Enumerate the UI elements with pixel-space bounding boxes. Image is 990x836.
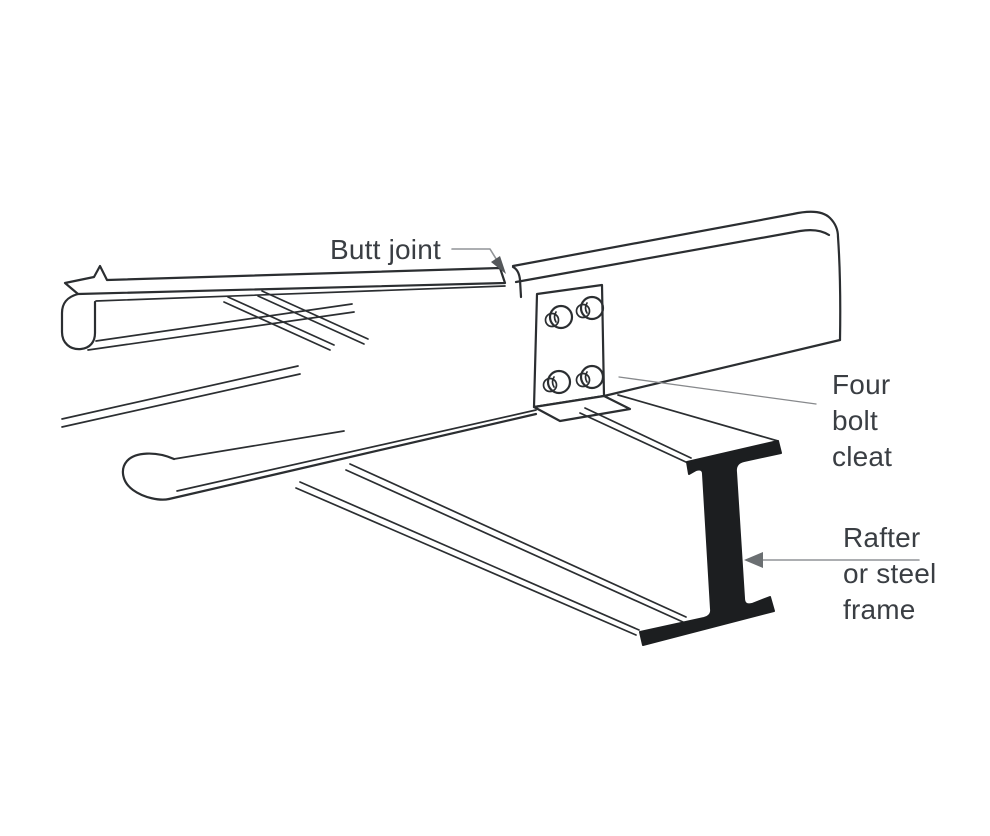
left-purlin-top-lip-edge: [87, 311, 355, 351]
labels: Butt joint Four bolt cleat Rafter or ste…: [330, 234, 936, 625]
rafter-bottom-flange-far-edge: [349, 463, 687, 618]
left-purlin-top-lip-edge: [95, 303, 353, 342]
label-rafter-line2: or steel: [843, 558, 936, 589]
left-purlin-inner-line: [61, 373, 301, 428]
right-purlin-top-far-edge: [511, 210, 840, 268]
rafter-through-channel-lines: [223, 290, 369, 351]
right-purlin-end-edge: [836, 235, 842, 342]
rafter-hidden-edge: [227, 296, 335, 346]
left-purlin-top-flange: [63, 264, 507, 296]
left-purlin-inner-line: [61, 365, 299, 420]
label-butt-joint: Butt joint: [330, 234, 441, 265]
rafter-bottom-flange-near-edge: [295, 487, 637, 636]
rafter-hidden-edge: [223, 301, 331, 351]
butt-joint-arrowhead: [491, 256, 506, 274]
label-rafter-line1: Rafter: [843, 522, 920, 553]
rafter-bottom-flange-far-edge: [345, 469, 684, 623]
rafter-arrowhead: [744, 552, 763, 568]
rafter-top-flange-near-edge: [579, 412, 689, 464]
cleat-angle-leg: [532, 394, 632, 423]
four-bolt-cleat: [532, 283, 632, 423]
label-four-bolt-cleat-line2: bolt: [832, 405, 878, 436]
rafter-bottom-flange-near-edge: [299, 481, 640, 631]
bolt: [544, 304, 574, 330]
rafter-cut-face: [639, 440, 782, 646]
right-purlin-top-near-edge: [514, 229, 831, 284]
rafter-top-flange-far-edge: [617, 394, 779, 442]
annotations: [451, 248, 920, 568]
cleat-leader-line: [618, 376, 817, 405]
label-rafter-line3: frame: [843, 594, 916, 625]
rafter-top-flange-near-edge: [584, 407, 692, 459]
bolt: [575, 364, 605, 390]
left-purlin-bottom-lip: [121, 452, 176, 501]
left-purlin-bottom-edge-inner: [176, 409, 537, 492]
rafter-hidden-edge: [261, 290, 369, 340]
rafter-hidden-edge: [257, 295, 365, 345]
label-four-bolt-cleat-line1: Four: [832, 369, 890, 400]
bolt: [575, 295, 605, 321]
label-four-bolt-cleat-line3: cleat: [832, 441, 892, 472]
right-purlin-bottom-edge: [602, 338, 842, 398]
butt-joint-gap-edge: [511, 265, 523, 299]
left-purlin: [60, 264, 538, 501]
rafter-beam: [295, 394, 782, 646]
left-purlin-bottom-lip-edge: [173, 430, 345, 460]
left-purlin-bottom-edge: [167, 412, 538, 501]
right-purlin-top-face: [513, 211, 838, 282]
left-purlin-top-lip: [60, 292, 97, 351]
left-purlin-web-inner-line: [95, 285, 506, 302]
bolt: [542, 369, 572, 395]
